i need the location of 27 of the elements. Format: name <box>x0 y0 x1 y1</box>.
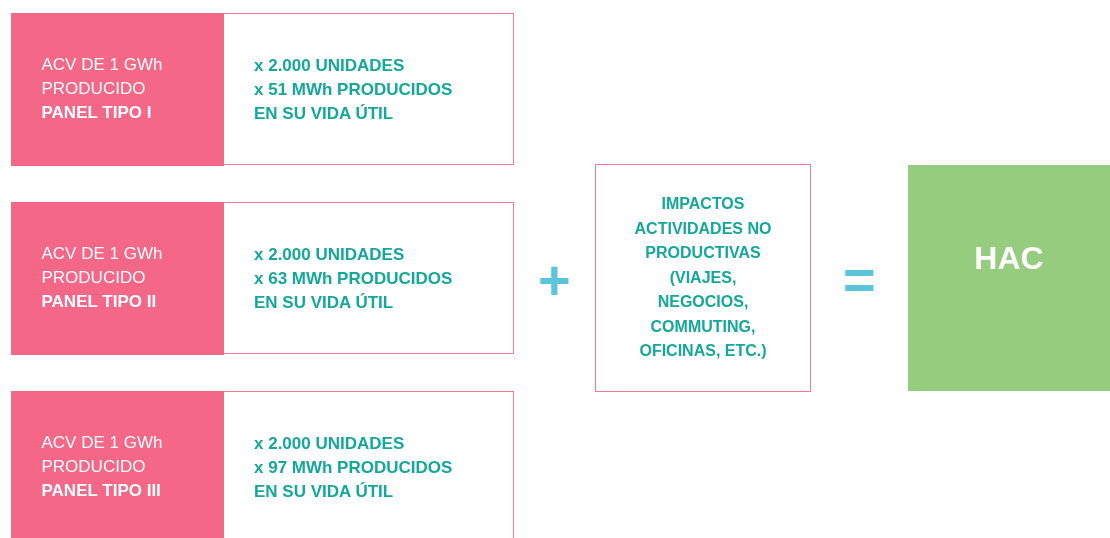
quantity-text: x 2.000 UNIDADES <box>254 55 405 77</box>
panel-label: PANEL TIPO III <box>41 479 161 502</box>
quantity-text: EN SU VIDA ÚTIL <box>254 292 394 314</box>
quantity-text: EN SU VIDA ÚTIL <box>254 481 394 503</box>
quantity-text: x 2.000 UNIDADES <box>254 433 405 455</box>
panel-label: ACV DE 1 GWh PRODUCIDO <box>41 53 164 100</box>
result-box <box>908 165 1110 391</box>
label-panel <box>10 390 224 538</box>
panel-label: ACV DE 1 GWh PRODUCIDO <box>41 431 164 478</box>
row-box <box>11 391 514 538</box>
plus-sign: + <box>538 250 571 310</box>
panel-label: ACV DE 1 GWh PRODUCIDO <box>41 242 164 289</box>
panel-label: PANEL TIPO II <box>41 290 157 313</box>
quantity-text: x 63 MWh PRODUCIDOS <box>254 268 453 290</box>
quantity-text: x 51 MWh PRODUCIDOS <box>254 79 453 101</box>
panel-label: PANEL TIPO I <box>41 101 152 124</box>
label-panel <box>10 12 224 166</box>
quantity-text: EN SU VIDA ÚTIL <box>254 103 394 125</box>
result-title: HAC <box>974 239 1044 277</box>
row-box <box>11 202 514 354</box>
label-panel <box>10 201 224 355</box>
impacts-text: IMPACTOS ACTIVIDADES NO PRODUCTIVAS (VIAJES, NEGOCIOS, COMMUTING, OFICINAS, ETC.) <box>633 194 773 362</box>
quantity-text: x 2.000 UNIDADES <box>254 244 405 266</box>
equals-sign: = <box>843 250 876 310</box>
impacts-box <box>595 164 811 392</box>
row-box <box>11 13 514 165</box>
quantity-text: x 97 MWh PRODUCIDOS <box>254 457 453 479</box>
